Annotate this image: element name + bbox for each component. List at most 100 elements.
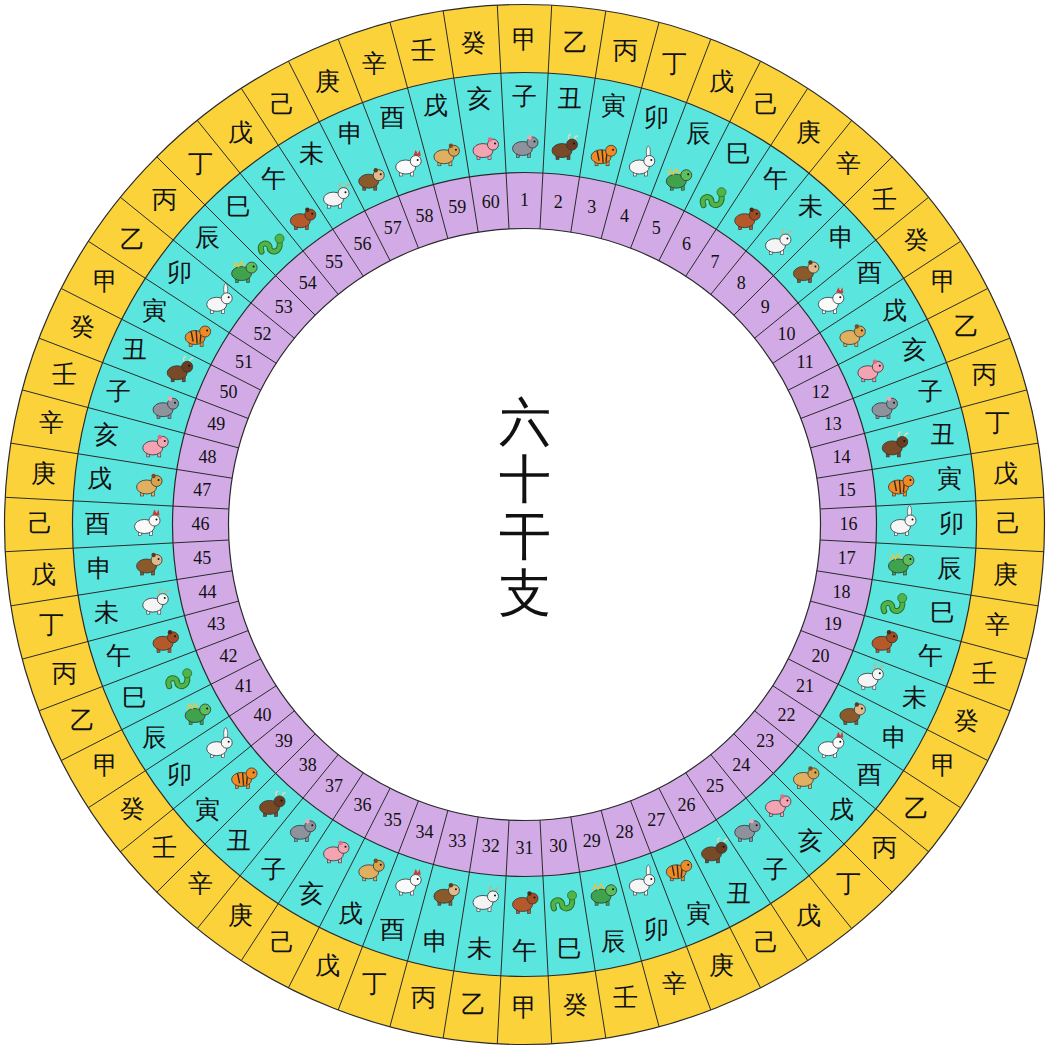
zodiac-animal [261,234,284,252]
stem-char: 乙 [904,795,929,824]
animal-ear [808,766,812,770]
number-cell: 9 [759,296,772,319]
cycle-number: 7 [710,252,719,273]
animal-eye [756,824,758,826]
cycle-number: 21 [796,676,814,697]
number-cell: 16 [838,513,860,536]
animal-eye [156,519,158,521]
stem-char: 乙 [461,991,486,1020]
stem-char: 甲 [512,994,537,1023]
snake-outline [261,242,280,252]
cell-divider [241,88,363,276]
branch-char: 戌 [829,796,854,825]
animal-head [897,436,908,447]
branch-char: 卯 [167,761,192,790]
stem-cell: 癸 [952,706,981,737]
branch-ring [73,73,977,977]
stem-cell: 丙 [150,185,179,216]
branch-cell: 午 [259,164,288,195]
stem-cell: 壬 [970,659,999,690]
cell-divider [631,39,711,248]
number-cell: 19 [822,613,844,636]
cell-divider [241,773,363,961]
animal-eye [228,296,230,298]
branch-char: 辰 [601,928,626,957]
branch-cell: 子 [761,855,790,886]
branch-cell: 酉 [855,258,884,289]
cell-divider [773,686,961,808]
animal-eye [903,440,905,442]
animal-eye [879,365,881,367]
zodiac-animal [137,553,163,575]
cycle-number: 2 [554,192,563,213]
branch-cell: 申 [85,554,114,585]
branch-cell: 戌 [880,296,909,327]
stem-char: 戊 [228,119,253,148]
zodiac-animal [359,859,385,881]
animal-eye [311,824,313,826]
animal-eye [839,296,841,298]
branch-char: 酉 [857,761,882,790]
stem-cell: 辛 [186,869,215,900]
dragon-spines [187,704,198,710]
animal-head [833,737,844,748]
cycle-number: 53 [275,297,293,318]
number-cell: 32 [480,835,502,858]
cell-divider [197,120,338,294]
zodiac-animal [359,168,385,190]
zodiac-animal [883,594,906,612]
cycle-number: 35 [384,810,402,831]
stem-char: 癸 [461,29,486,58]
branch-char: 巳 [930,599,955,628]
branch-cell: 午 [510,936,539,967]
zodiac-animal [137,474,163,496]
animal-head [338,188,349,199]
zodiac-animal [153,396,179,418]
zodiac-animal [290,819,316,841]
stem-char: 壬 [972,660,997,689]
animal-eye [174,402,176,404]
stem-char: 甲 [93,268,118,297]
branch-cell: 酉 [83,509,112,540]
animal-eye [909,558,911,560]
cycle-number: 13 [824,414,842,435]
animal-eye [417,159,419,161]
cell-divider [686,88,808,276]
number-cell: 36 [352,794,374,817]
snake-head [568,891,577,900]
branch-cell: 寅 [193,795,222,826]
number-cell: 7 [708,251,721,274]
number-cell: 15 [836,479,858,502]
zodiac-animal [143,589,169,614]
branch-char: 巳 [122,684,147,713]
stem-char: 戊 [796,902,821,931]
branch-cell: 寅 [684,899,713,930]
animal-ear [151,553,155,557]
branch-cell: 寅 [140,296,169,327]
stem-cell: 丁 [186,149,215,180]
inner-disc [229,229,821,821]
snake-head [717,188,726,197]
animal-eye [206,330,208,332]
animal-eye [253,771,255,773]
animal-ear [449,883,453,887]
branch-cell: 申 [336,119,365,150]
stem-cell: 丁 [660,49,689,80]
animal-ear [749,207,753,211]
branch-cell: 未 [796,192,825,223]
branch-cell: 寅 [935,464,964,495]
snake-outline [168,676,187,686]
cycle-number: 23 [756,731,774,752]
stem-char: 庚 [31,460,56,489]
animal-eye [786,238,788,240]
cell-divider [788,288,988,390]
animal-ear [374,168,378,172]
branch-cell: 卯 [642,103,671,134]
cycle-number: 15 [838,480,856,501]
animal-eye [281,799,283,801]
animal-ear [887,630,891,634]
animal-head [410,156,421,167]
branch-char: 辰 [686,120,711,149]
branch-char: 戌 [423,92,448,121]
stem-cell: 甲 [91,751,120,782]
